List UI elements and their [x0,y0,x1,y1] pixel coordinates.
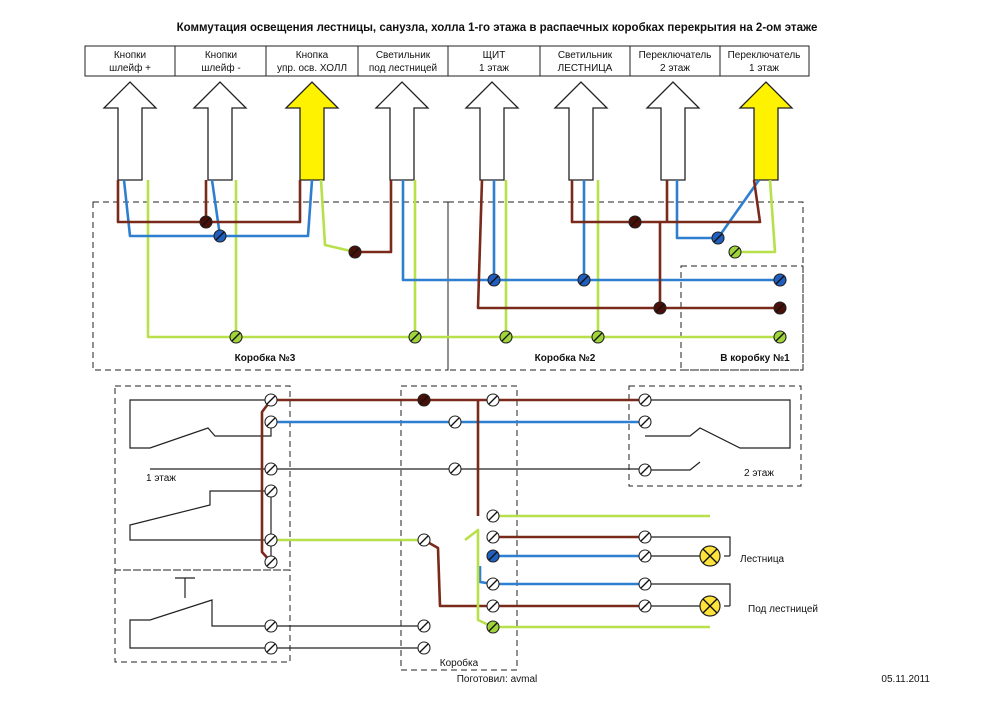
header-cell-line1: Светильник [558,50,613,61]
junction-box-3 [92,201,449,371]
header-cell-line1: Переключатель [639,50,712,61]
box-3-label: Коробка №3 [235,352,296,364]
header-cell-line1: Кнопки [205,50,237,61]
terminal-yellow [486,620,500,634]
header-table [84,45,810,77]
floor1-switch-wiring [129,399,272,649]
floor2-switch-wiring [645,399,791,471]
terminal [638,549,652,563]
up-arrow-icon [192,81,248,181]
terminal [486,599,500,613]
terminal-blue [773,273,787,287]
floor1-switch-box [114,385,291,571]
box-1-label: В коробку №1 [720,352,790,364]
up-arrow-icon [738,81,794,181]
terminal-brown [773,301,787,315]
terminal-brown [417,393,431,407]
terminal [264,393,278,407]
terminal-blue [487,273,501,287]
author-credit: Поготовил: avmal [457,674,538,685]
header-cell-line1: Кнопки [114,50,146,61]
lower-terminals [264,393,652,655]
up-arrow-icon [374,81,430,181]
terminal-yellow [229,330,243,344]
header-cell-line1: Кнопка [296,50,329,61]
floor1-button-box [114,569,291,663]
terminal [486,577,500,591]
terminal [448,462,462,476]
terminal [486,393,500,407]
terminal [638,577,652,591]
up-arrow-icon [102,81,158,181]
junction-box-2 [447,201,804,371]
header-labels: Кнопки шлейф + Кнопки шлейф - Кнопка упр… [109,50,800,74]
junction-box-1-link [680,265,804,371]
header-cell-line2: упр. осв. ХОЛЛ [277,63,347,74]
terminal-brown [348,245,362,259]
terminal [638,530,652,544]
terminal-blue [213,229,227,243]
terminal [486,530,500,544]
header-cell-line2: ЛЕСТНИЦА [558,63,613,74]
terminal-yellow [591,330,605,344]
terminal [264,415,278,429]
terminal-brown [628,215,642,229]
terminal [264,555,278,569]
terminal-yellow [499,330,513,344]
terminal-blue [577,273,591,287]
floor2-label: 2 этаж [744,468,774,479]
date-label: 05.11.2011 [881,674,930,685]
terminal [638,415,652,429]
floor1-label: 1 этаж [146,473,176,484]
box-2-label: Коробка №2 [535,352,596,364]
terminal-blue [711,231,725,245]
up-arrow-icon [553,81,609,181]
terminal [264,484,278,498]
terminal [417,533,431,547]
terminal-yellow [408,330,422,344]
terminal-blue [486,549,500,563]
header-cell-line2: под лестницей [369,63,437,74]
lamp-stairs-icon [699,545,721,567]
terminal [264,641,278,655]
terminal [638,599,652,613]
up-arrow-icon [284,81,340,181]
terminal [417,641,431,655]
lamps [699,545,721,617]
lamp-under-stairs-label: Под лестницей [748,604,818,615]
header-cell-line2: 1 этаж [749,63,779,74]
header-cell-line2: 1 этаж [479,63,509,74]
lower-boxes [114,385,802,671]
lamp-stairs-label: Лестница [740,554,785,565]
up-arrow-icon [464,81,520,181]
terminal-yellow [773,330,787,344]
terminal [417,619,431,633]
header-cell-line1: ЩИТ [483,50,506,61]
lamp-under-stairs-icon [699,595,721,617]
terminal [264,619,278,633]
junction-box-label: Коробка [440,657,479,669]
terminal-yellow [728,245,742,259]
terminal-brown [199,215,213,229]
header-cell-line2: 2 этаж [660,63,690,74]
junction-boxes-upper [92,201,804,371]
terminal [264,533,278,547]
terminal [638,463,652,477]
up-arrow-icon [645,81,701,181]
upper-terminals [199,215,787,344]
header-cell-line1: Переключатель [728,50,801,61]
terminal-brown [653,301,667,315]
header-cell-line2: шлейф + [109,62,151,74]
terminal [638,393,652,407]
diagram-title: Коммутация освещения лестницы, санузла, … [177,22,818,34]
header-cell-line2: шлейф - [201,62,240,74]
terminal [486,509,500,523]
floor2-switch-box [628,385,802,487]
header-cell-line1: Светильник [376,50,431,61]
terminal [264,462,278,476]
direction-arrows [102,81,794,181]
terminal [448,415,462,429]
